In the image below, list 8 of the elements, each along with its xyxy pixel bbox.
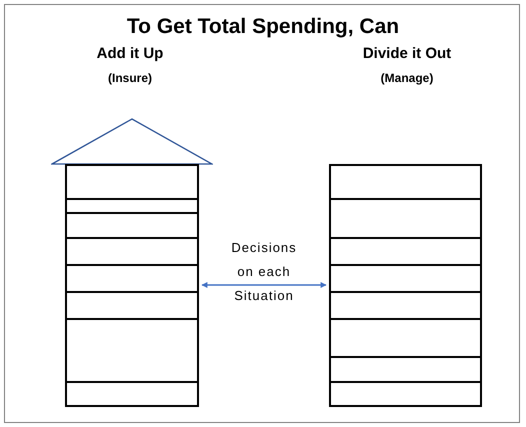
title: To Get Total Spending, Can <box>126 14 400 40</box>
column-heading: Divide it Out <box>362 45 452 63</box>
column-subheading: (Manage) <box>380 71 434 86</box>
stacked-box <box>329 164 482 407</box>
column-subheading: (Insure) <box>106 71 153 86</box>
column-heading: Add it Up <box>96 45 164 63</box>
house-drawing <box>51 118 213 407</box>
double-arrow <box>201 282 327 288</box>
